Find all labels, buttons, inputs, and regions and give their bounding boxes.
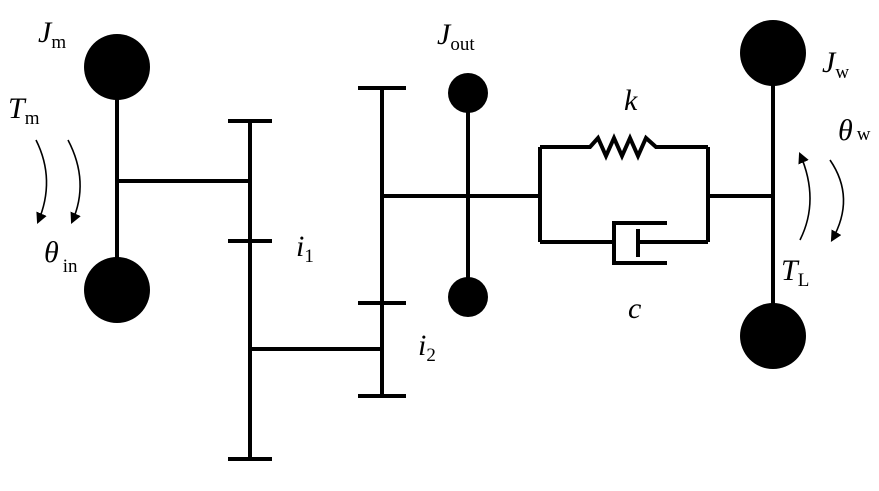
wheel-angle-arrow: [798, 151, 811, 241]
motor-inertia-label: Jm: [38, 16, 66, 53]
input-angle-arrow: [67, 139, 81, 225]
stiffness-label: k: [624, 84, 638, 117]
output-inertia-top-disc: [448, 73, 488, 113]
wheel-inertia-label: Jw: [822, 46, 849, 83]
motor-torque-arrow: [35, 139, 48, 225]
wheel-inertia-top-disc: [740, 20, 806, 86]
gear-ratio-2-label: i2: [418, 329, 436, 366]
load-torque-arrow: [829, 159, 845, 242]
output-inertia-label: Jout: [437, 18, 475, 55]
wheel-inertia-bottom-disc: [740, 303, 806, 369]
motor-torque-label: Tm: [8, 92, 40, 129]
damper-cylinder: [612, 221, 667, 265]
gear-ratio-1-label: i1: [296, 230, 314, 267]
spring: [540, 133, 708, 161]
load-torque-label: TL: [781, 254, 809, 291]
motor-inertia-bottom-disc: [84, 257, 150, 323]
damping-label: c: [628, 292, 641, 325]
output-inertia-bottom-disc: [448, 277, 488, 317]
motor-inertia-top-disc: [84, 34, 150, 100]
